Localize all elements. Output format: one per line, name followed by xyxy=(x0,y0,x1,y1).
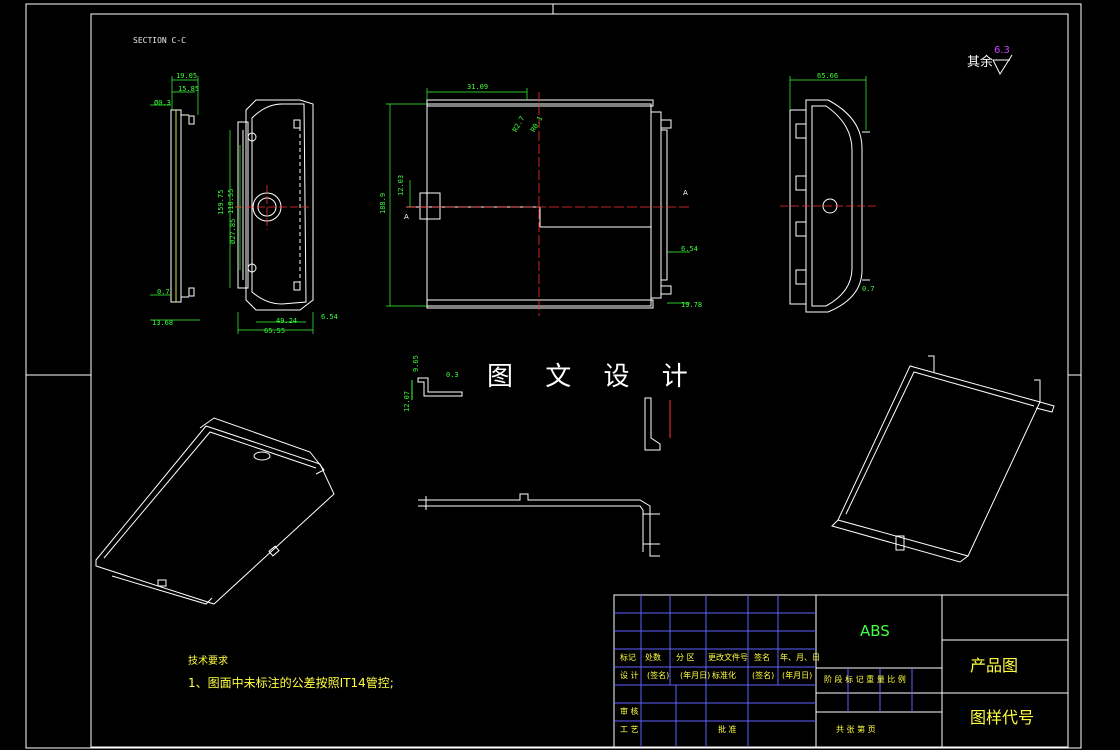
section-arrow-label: A xyxy=(683,189,688,197)
dim-label: Ø0.3 xyxy=(154,99,171,107)
process-label: 工 艺 xyxy=(620,725,639,734)
tech-req-title: 技术要求 xyxy=(188,656,228,667)
design-row-cell: 设 计 xyxy=(620,671,639,680)
iso-view-left xyxy=(95,417,335,605)
sheet-border xyxy=(25,3,1082,749)
dim-label: 6.54 xyxy=(321,313,338,321)
front-view-dims xyxy=(229,130,314,334)
tech-req-item: 1、图面中未标注的公差按照IT14管控; xyxy=(188,676,394,690)
rev-header: 年、月、日 xyxy=(780,653,820,662)
detail-view-small xyxy=(411,377,463,400)
dim-label: 65.55 xyxy=(264,327,286,335)
rev-header: 更改文件号 xyxy=(708,653,748,662)
dim-label: 0.7 xyxy=(157,288,170,296)
dim-label: 49.24 xyxy=(276,317,298,325)
dim-label: 13.68 xyxy=(152,319,174,327)
title-block xyxy=(613,594,1069,748)
dim-label: 159.75 xyxy=(217,189,225,215)
material-label: ABS xyxy=(860,622,890,640)
section-view xyxy=(170,109,195,303)
dim-label: 12.07 xyxy=(403,390,411,412)
rev-header: 签名 xyxy=(754,653,770,662)
dim-label: 0.7 xyxy=(862,285,875,293)
side-view-dims xyxy=(789,76,867,130)
dim-label: 118.55 xyxy=(227,188,235,214)
roughness-symbol xyxy=(992,54,1013,76)
watermark-text: 图 文 设 计 xyxy=(487,362,700,392)
design-row-cell: (年月日) xyxy=(782,671,813,680)
stage-headers: 阶 段 标 记 重 量 比 例 xyxy=(824,675,906,684)
detail-view-right xyxy=(644,397,671,451)
main-view-centerline xyxy=(406,92,690,316)
side-view xyxy=(789,99,870,313)
check-label: 审 核 xyxy=(620,707,639,716)
section-dims xyxy=(150,76,200,321)
main-view-dims xyxy=(386,88,690,307)
dim-label: 12.03 xyxy=(397,174,405,196)
dim-label: 6.54 xyxy=(681,245,698,253)
dim-label: 0.3 xyxy=(446,371,459,379)
dim-label: 19.78 xyxy=(681,301,703,309)
roughness-label: 其余 xyxy=(967,55,994,70)
rev-header: 标记 xyxy=(620,653,636,662)
section-label: SECTION C-C xyxy=(133,36,186,45)
roughness-value: 6.3 xyxy=(994,45,1010,56)
dim-label: 31.09 xyxy=(467,83,489,91)
rev-header: 分 区 xyxy=(676,653,695,662)
dim-label: 19.05 xyxy=(176,72,198,80)
lower-section-view xyxy=(418,493,660,557)
rev-header: 处数 xyxy=(645,653,661,662)
design-row-cell: (签名) xyxy=(647,671,670,680)
main-view xyxy=(406,99,672,309)
dim-label: 65.66 xyxy=(817,72,839,80)
design-row-cell: 标准化 xyxy=(712,671,736,680)
dim-label: 15.85 xyxy=(178,85,200,93)
product-label: 产品图 xyxy=(970,656,1019,675)
iso-view-right xyxy=(831,355,1055,563)
approve-label: 批 准 xyxy=(718,725,737,734)
design-row-cell: (年月日) xyxy=(680,671,711,680)
dim-label: Ø27.85 xyxy=(229,218,237,244)
front-view xyxy=(237,99,314,311)
drawing-number-label: 图样代号 xyxy=(970,708,1035,727)
sheet-count-label: 共 张 第 页 xyxy=(836,725,876,734)
front-view-centerline xyxy=(235,185,310,230)
section-arrow-label: A xyxy=(404,213,409,221)
dim-label: 188.9 xyxy=(379,192,387,214)
design-row-cell: (签名) xyxy=(752,671,775,680)
dim-label: 9.65 xyxy=(412,355,420,372)
